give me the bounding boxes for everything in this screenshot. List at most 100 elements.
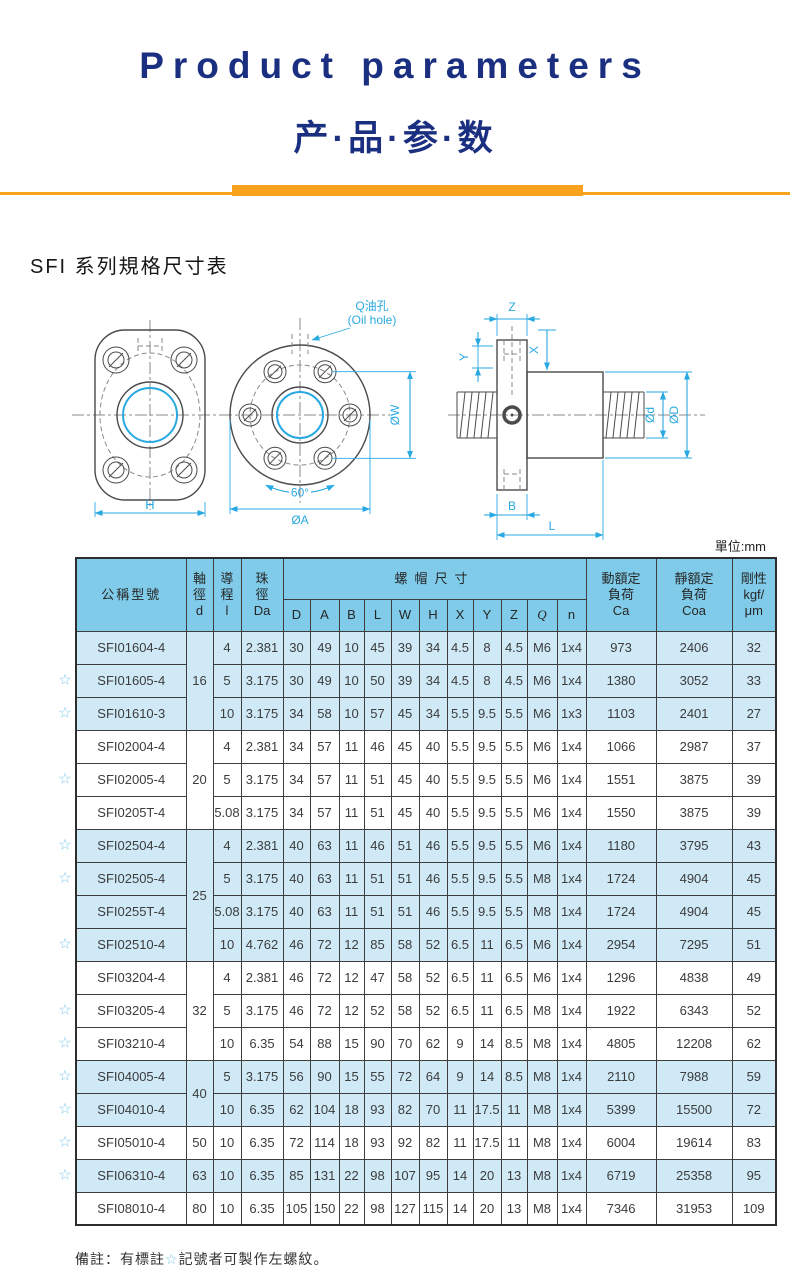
- cell-dim-A: 63: [309, 861, 340, 896]
- dim-label-l: L: [549, 519, 556, 533]
- cell-ball-diameter: 3.175: [240, 993, 284, 1028]
- cell-dim-W: 58: [390, 927, 420, 962]
- cell-dim-B: 10: [338, 663, 365, 698]
- cell-dim-L: 46: [363, 828, 392, 863]
- cell-dim-Z: 13: [500, 1158, 528, 1193]
- cell-dim-Y: 8: [472, 630, 502, 665]
- left-thread-star-icon: ☆: [58, 869, 72, 886]
- cell-dim-D: 46: [282, 927, 311, 962]
- cell-dim-D: 72: [282, 1125, 311, 1160]
- cell-dim-Y: 9.5: [472, 729, 502, 764]
- cell-dim-A: 90: [309, 1059, 340, 1094]
- cell-dim-Q: M6: [526, 630, 558, 665]
- cell-dim-Q: M6: [526, 960, 558, 995]
- cell-dim-A: 58: [309, 696, 340, 731]
- cell-ball-diameter: 6.35: [240, 1092, 284, 1127]
- cell-model: SFI02004-4: [75, 729, 187, 764]
- cell-dim-Z: 5.5: [500, 762, 528, 797]
- cell-dim-Z: 6.5: [500, 927, 528, 962]
- dim-label-od-small: Ød: [643, 407, 657, 423]
- cell-model: SFI03210-4: [75, 1026, 187, 1061]
- cell-dim-Z: 5.5: [500, 828, 528, 863]
- cell-dim-H: 40: [418, 795, 448, 830]
- cell-lead: 5.08: [212, 795, 242, 830]
- cell-model: SFI0255T-4: [75, 894, 187, 929]
- cell-lead: 10: [212, 1158, 242, 1193]
- col-header-rigidity: 剛性 kgf/ μm: [731, 557, 777, 632]
- cell-dim-Q: M6: [526, 828, 558, 863]
- cell-model: SFI02510-4: [75, 927, 187, 962]
- cell-dynamic-load: 1724: [585, 861, 657, 896]
- cell-model: SFI03205-4: [75, 993, 187, 1028]
- cell-dim-n: 1x4: [556, 927, 587, 962]
- cell-shaft-diameter: 20: [185, 729, 214, 830]
- cell-static-load: 15500: [655, 1092, 733, 1127]
- dimension-diagrams: H Q油孔 (Oil hole): [72, 299, 705, 540]
- cell-model: SFI02005-4: [75, 762, 187, 797]
- cell-dim-W: 72: [390, 1059, 420, 1094]
- cell-ball-diameter: 2.381: [240, 828, 284, 863]
- cell-dim-D: 34: [282, 729, 311, 764]
- cell-shaft-diameter: 16: [185, 630, 214, 731]
- cell-dim-A: 72: [309, 960, 340, 995]
- cell-dim-W: 51: [390, 894, 420, 929]
- cell-dim-B: 22: [338, 1191, 365, 1226]
- cell-dim-A: 63: [309, 828, 340, 863]
- left-thread-star-icon: ☆: [58, 1001, 72, 1018]
- cell-lead: 5: [212, 1059, 242, 1094]
- cell-dynamic-load: 1103: [585, 696, 657, 731]
- cell-rigidity: 39: [731, 762, 777, 797]
- cell-dim-L: 47: [363, 960, 392, 995]
- col-header-dim-Y: Y: [472, 598, 502, 632]
- cell-dim-n: 1x3: [556, 696, 587, 731]
- left-thread-star-icon: ☆: [58, 671, 72, 688]
- cell-rigidity: 49: [731, 960, 777, 995]
- cell-lead: 10: [212, 927, 242, 962]
- cell-dim-H: 34: [418, 696, 448, 731]
- cell-static-load: 19614: [655, 1125, 733, 1160]
- cell-dim-H: 46: [418, 828, 448, 863]
- cell-lead: 10: [212, 1125, 242, 1160]
- cell-rigidity: 51: [731, 927, 777, 962]
- cell-dim-Y: 17.5: [472, 1092, 502, 1127]
- cell-dim-X: 4.5: [446, 663, 474, 698]
- cell-rigidity: 62: [731, 1026, 777, 1061]
- cell-static-load: 2987: [655, 729, 733, 764]
- cell-dim-A: 49: [309, 630, 340, 665]
- cell-dynamic-load: 6719: [585, 1158, 657, 1193]
- cell-dim-W: 58: [390, 960, 420, 995]
- cell-dim-Q: M8: [526, 894, 558, 929]
- cell-dim-B: 11: [338, 795, 365, 830]
- left-thread-star-icon: ☆: [58, 1067, 72, 1084]
- cell-dynamic-load: 1066: [585, 729, 657, 764]
- cell-dim-W: 92: [390, 1125, 420, 1160]
- cell-rigidity: 72: [731, 1092, 777, 1127]
- unit-label: 單位:mm: [714, 539, 766, 554]
- cell-dim-Y: 14: [472, 1026, 502, 1061]
- cell-dim-B: 11: [338, 894, 365, 929]
- cell-ball-diameter: 3.175: [240, 762, 284, 797]
- divider-accent-bar: [232, 185, 583, 196]
- cell-dim-n: 1x4: [556, 993, 587, 1028]
- cell-rigidity: 27: [731, 696, 777, 731]
- cell-dim-B: 12: [338, 960, 365, 995]
- cell-ball-diameter: 3.175: [240, 861, 284, 896]
- cell-dim-X: 14: [446, 1158, 474, 1193]
- cell-dim-W: 45: [390, 795, 420, 830]
- section-title: SFI 系列規格尺寸表: [30, 256, 229, 278]
- cell-dim-X: 9: [446, 1059, 474, 1094]
- cell-dim-n: 1x4: [556, 1125, 587, 1160]
- cell-shaft-diameter: 63: [185, 1158, 214, 1193]
- cell-dim-L: 57: [363, 696, 392, 731]
- cell-dim-A: 131: [309, 1158, 340, 1193]
- cell-dim-H: 46: [418, 894, 448, 929]
- cell-dim-D: 34: [282, 762, 311, 797]
- cell-dim-Q: M8: [526, 1191, 558, 1226]
- cell-dynamic-load: 5399: [585, 1092, 657, 1127]
- left-thread-star-icon: ☆: [58, 1166, 72, 1183]
